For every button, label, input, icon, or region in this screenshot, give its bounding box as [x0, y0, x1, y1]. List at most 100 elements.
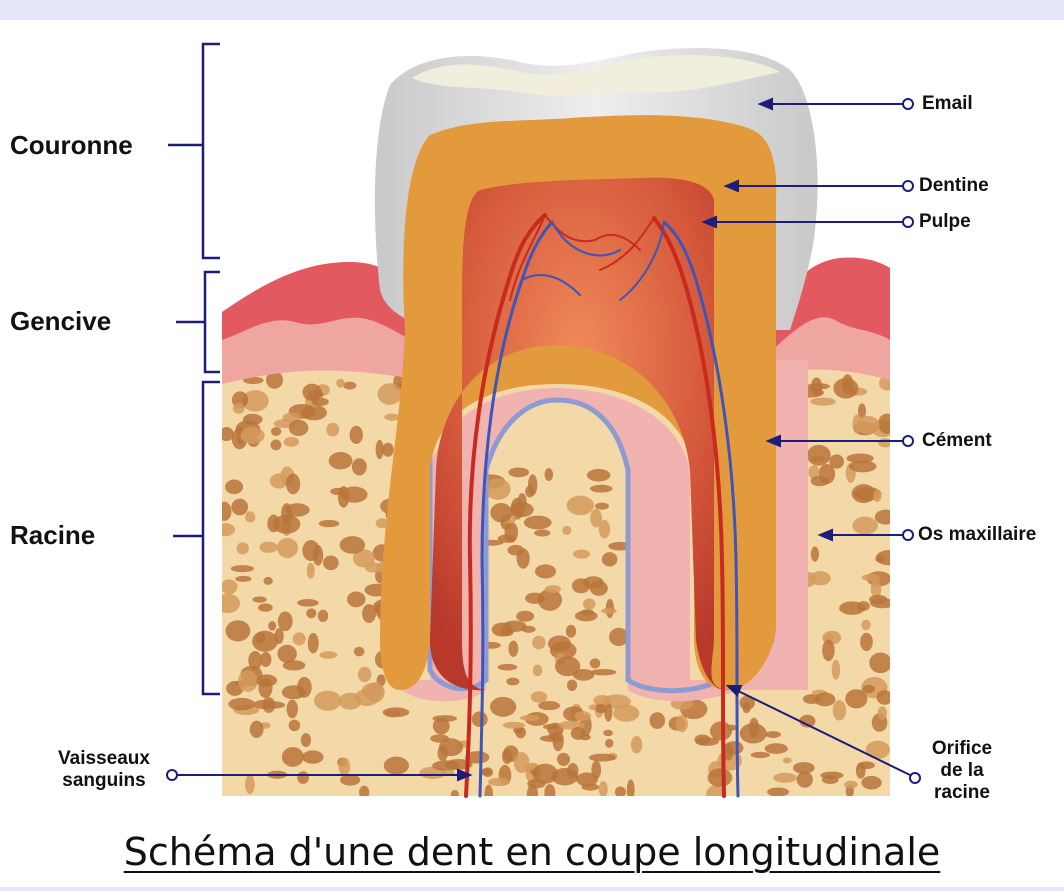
- bone-pore: [217, 502, 231, 521]
- bone-pore: [233, 403, 245, 414]
- bone-pore: [573, 550, 590, 559]
- pulp-label: Pulpe: [919, 211, 971, 233]
- enamel-label: Email: [922, 93, 973, 115]
- bone-pore: [248, 651, 262, 670]
- bone-pore: [503, 722, 525, 729]
- bone-pore: [339, 758, 351, 776]
- bone-pore: [362, 604, 376, 623]
- root-bracket: [173, 382, 220, 694]
- bone-pore: [810, 398, 836, 406]
- bone-pore: [566, 625, 576, 638]
- bone-pore: [339, 693, 362, 710]
- region-brackets: [168, 44, 220, 694]
- bone-pore: [263, 577, 272, 585]
- bone-pore: [863, 685, 875, 693]
- bone-pore: [811, 546, 819, 561]
- bone-pore: [726, 725, 737, 731]
- bone-pore: [307, 563, 315, 579]
- bone-pore: [527, 779, 545, 788]
- bone-pore: [384, 414, 399, 421]
- bone-pore: [302, 384, 321, 401]
- vessels-label-line-1: Vaisseaux: [44, 748, 164, 770]
- bone-pore: [599, 781, 608, 797]
- bone-pore: [524, 516, 552, 530]
- bone-pore: [649, 712, 665, 729]
- bone-pore: [603, 730, 613, 736]
- gum-label: Gencive: [10, 306, 111, 337]
- bone-pore: [516, 611, 534, 622]
- bone-pore: [297, 771, 309, 784]
- bone-pore: [256, 674, 277, 686]
- bone-pore: [581, 609, 594, 615]
- bone-pore: [253, 700, 275, 709]
- bone-pore: [839, 601, 865, 614]
- bone-pore: [277, 538, 298, 558]
- bone-pore: [287, 700, 298, 719]
- bone-pore: [557, 753, 570, 766]
- bone-pore: [301, 733, 311, 747]
- bone-pore: [382, 443, 394, 457]
- bone-pore: [878, 706, 887, 719]
- crown-bracket: [168, 44, 220, 258]
- bone-pore: [314, 691, 341, 711]
- bone-pore: [359, 786, 369, 800]
- bone-pore: [383, 707, 410, 717]
- bone-pore: [484, 785, 493, 804]
- bone-pore: [510, 502, 533, 517]
- bone-pore: [567, 679, 577, 691]
- bone-pore: [278, 611, 293, 631]
- bone-pore: [308, 633, 319, 654]
- bone-pore: [590, 485, 612, 493]
- bone-pore: [595, 503, 609, 510]
- bone-pore: [236, 542, 248, 554]
- vessels-label-line-2: sanguins: [44, 770, 164, 792]
- bone-pore: [358, 667, 372, 682]
- bone-pore: [226, 620, 251, 641]
- bone-pore: [783, 757, 792, 763]
- bone-pore: [271, 440, 282, 451]
- bone-pore: [860, 633, 873, 651]
- bone-pore: [793, 762, 815, 774]
- bone-pore: [275, 628, 284, 644]
- root-opening-label-line-2: de la: [912, 760, 1012, 782]
- bone-pore: [545, 585, 561, 593]
- cementum-label: Cément: [922, 430, 992, 452]
- bone-pore: [270, 473, 288, 488]
- bone-pore: [877, 690, 893, 705]
- bone-pore: [503, 620, 527, 632]
- bone-pore: [231, 565, 254, 572]
- bone-pore: [318, 610, 328, 622]
- bone-pore: [811, 476, 829, 486]
- bone-pore: [765, 743, 788, 754]
- bone-pore: [498, 535, 516, 543]
- bone-pore: [842, 374, 853, 393]
- bone-pore: [289, 420, 309, 436]
- bone-pore: [548, 636, 571, 652]
- bone-pore: [498, 664, 518, 671]
- bone-pore: [605, 739, 613, 748]
- root-label: Racine: [10, 520, 95, 551]
- bone-pore: [323, 556, 339, 571]
- bone-pore: [743, 702, 751, 713]
- bone-pore: [602, 552, 618, 566]
- bone-pore: [596, 704, 607, 713]
- bone-pore: [235, 576, 251, 582]
- bone-pore: [773, 773, 797, 783]
- bone-pore: [240, 427, 264, 444]
- bone-pore: [215, 594, 240, 613]
- bone-pore: [852, 484, 876, 503]
- bone-pore: [849, 460, 877, 472]
- bone-pore: [869, 595, 887, 604]
- bone-pore: [567, 496, 594, 516]
- bone-pore: [857, 761, 875, 769]
- bone-pore: [528, 474, 537, 495]
- root-opening-label-line-3: racine: [912, 782, 1012, 804]
- bone-pore: [302, 750, 324, 763]
- bone-pore: [534, 529, 550, 536]
- bone-pore: [583, 576, 604, 588]
- bone-pore: [590, 669, 616, 675]
- bone-pore: [472, 711, 488, 727]
- crown-label: Couronne: [10, 130, 133, 161]
- bone-pore: [228, 698, 254, 710]
